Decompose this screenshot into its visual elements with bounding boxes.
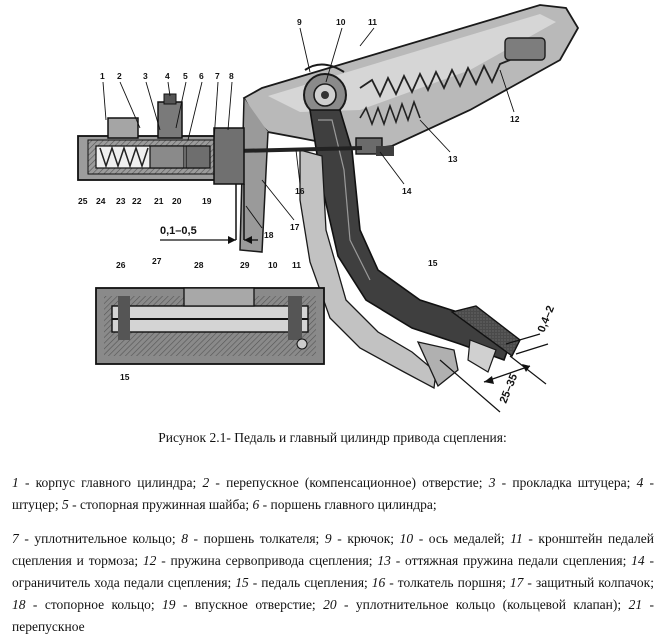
callout-5: 5 [183, 71, 188, 81]
legend-text: - ось медалей; [413, 531, 511, 546]
legend-number: 8 [181, 531, 188, 546]
callout-15-section: 15 [120, 372, 130, 382]
legend-number: 13 [377, 553, 391, 568]
master-cylinder [77, 93, 245, 240]
legend-text: - кронштейн педалей сцепления и тормоза; [12, 531, 654, 568]
legend-number: 3 [488, 475, 496, 490]
legend-text: - стопорная пружинная шайба; [68, 497, 253, 512]
legend-number: 9 [324, 531, 332, 546]
legend-text: - толкатель поршня; [385, 575, 510, 590]
legend-number: 12 [142, 553, 157, 568]
callout-28: 28 [194, 260, 204, 270]
legend-number: 6 [252, 497, 260, 512]
callout-24: 24 [96, 196, 106, 206]
pedal-travel-limiter [355, 137, 394, 156]
callout-17: 17 [290, 222, 300, 232]
legend-text: - перепускное (компенсационное) отверсти… [209, 475, 489, 490]
callout-10: 10 [336, 17, 346, 27]
callout-11: 11 [368, 17, 377, 27]
callout-26: 26 [116, 260, 126, 270]
legend-number: 18 [12, 597, 26, 612]
legend-text: - стопорное кольцо; [25, 597, 163, 612]
callout-8: 8 [229, 71, 234, 81]
callout-19: 19 [202, 196, 212, 206]
legend-paragraph-1: 1 - корпус главного цилиндра; 2 - перепу… [12, 472, 654, 516]
legend-text: - оттяжная пружина педали сцепления; [390, 553, 632, 568]
legend-number: 2 [202, 475, 210, 490]
callout-9: 9 [297, 17, 302, 27]
legend-number: 20 [323, 597, 337, 612]
legend-text: - прокладка штуцера; [495, 475, 637, 490]
legend-number: 1 [12, 475, 19, 490]
legend-number: 5 [61, 497, 69, 512]
legend-text: - педаль сцепления; [248, 575, 372, 590]
callout-numbers-top: 1 2 3 4 5 6 7 8 9 10 11 12 13 14 16 17 1… [78, 17, 520, 240]
callout-22: 22 [132, 196, 142, 206]
legend-number: 4 [636, 475, 644, 490]
gap-dimension-label: 0,1–0,5 [160, 225, 197, 237]
legend-number: 21 [628, 597, 643, 612]
callout-14: 14 [402, 186, 412, 196]
callout-27: 27 [152, 256, 162, 266]
callout-16: 16 [295, 186, 305, 196]
legend-text: - поршень толкателя; [187, 531, 325, 546]
callout-6: 6 [199, 71, 204, 81]
legend-number: 11 [510, 531, 523, 546]
return-spring [359, 99, 421, 127]
callout-10-section: 10 [268, 260, 278, 270]
legend-number: 7 [12, 531, 19, 546]
callout-18: 18 [264, 230, 274, 240]
legend-text: - уплотнительное кольцо; [18, 531, 182, 546]
figure-caption: Рисунок 2.1- Педаль и главный цилиндр пр… [158, 430, 507, 445]
legend-text: - корпус главного цилиндра; [18, 475, 203, 490]
legend-text: - крючок; [331, 531, 400, 546]
legend-number: 19 [162, 597, 176, 612]
legend-number: 14 [631, 553, 645, 568]
callout-25: 25 [78, 196, 88, 206]
legend-text: - защитный колпачок; [523, 575, 654, 590]
legend-number: 16 [371, 575, 386, 590]
legend-text: - впускное отверстие; [175, 597, 324, 612]
callout-12: 12 [510, 114, 520, 124]
callout-7: 7 [215, 71, 220, 81]
bracket-section-view [95, 287, 325, 365]
callout-numbers-bottom: 26 27 28 29 10 11 15 15 [116, 256, 438, 382]
callout-leaders [102, 27, 515, 229]
gap-dimension: 0,1–0,5 [160, 225, 258, 244]
servo-spring [359, 37, 546, 99]
callout-1: 1 [100, 71, 105, 81]
callout-15-pedal: 15 [428, 258, 438, 268]
piston-pushrod [235, 146, 363, 153]
callout-23: 23 [116, 196, 126, 206]
callout-20: 20 [172, 196, 182, 206]
clutch-pedal [309, 109, 521, 362]
callout-4: 4 [165, 71, 170, 81]
callout-13: 13 [448, 154, 458, 164]
callout-2: 2 [117, 71, 122, 81]
legend-number: 10 [399, 531, 414, 546]
pedal-travel-label: 25–35 [498, 372, 521, 405]
legend-text: - штуцер; [12, 475, 655, 512]
legend-text: - пружина сервопривода сцепления; [156, 553, 378, 568]
legend-number: 15 [235, 575, 249, 590]
callout-21: 21 [154, 196, 164, 206]
clutch-pedal-diagram: 0,1–0,5 25–35 0,4–2 [77, 4, 580, 413]
free-play-label: 0,4–2 [536, 304, 557, 334]
legend-text: - поршень главного цилиндра; [259, 497, 437, 512]
legend-text: - уплотнительное кольцо (кольцевой клапа… [336, 597, 629, 612]
pedal-ghost-position [299, 149, 497, 390]
callout-29: 29 [240, 260, 250, 270]
legend-text: - ограничитель хода педали сцепления; [12, 553, 654, 590]
legend-paragraph-2: 7 - уплотнительное кольцо; 8 - поршень т… [12, 528, 654, 638]
legend-number: 17 [509, 575, 524, 590]
callout-11-section: 11 [292, 260, 301, 270]
callout-3: 3 [143, 71, 148, 81]
legend-text: - перепускное [12, 597, 654, 634]
